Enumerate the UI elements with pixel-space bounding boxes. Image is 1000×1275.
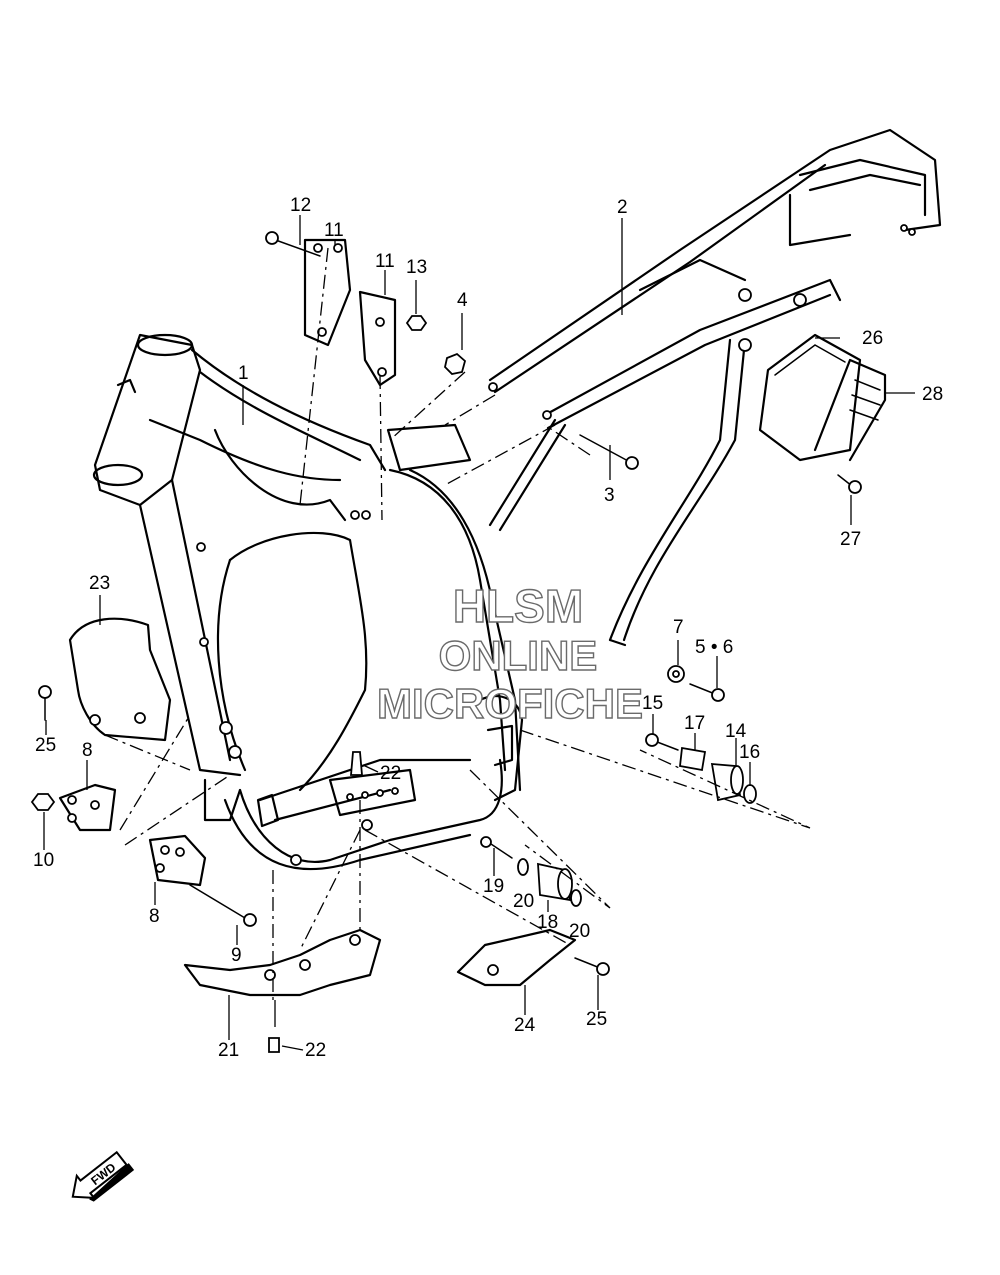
callout-2: 2 [617, 197, 628, 218]
watermark-line-2: ONLINE [439, 632, 598, 679]
watermark-line-1: HLSM [453, 580, 583, 632]
main-frame [92, 333, 524, 871]
callout-21: 21 [218, 1040, 239, 1061]
callout-22-lower: 22 [305, 1040, 326, 1061]
callout-16: 16 [739, 742, 760, 763]
callout-24: 24 [514, 1015, 536, 1036]
callout-10: 10 [33, 850, 54, 871]
callout-28: 28 [922, 384, 943, 405]
callout-3: 3 [604, 485, 615, 506]
callout-9: 9 [231, 945, 242, 966]
watermark-line-3: MICROFICHE [377, 680, 643, 727]
callout-20-right: 20 [569, 921, 590, 942]
callout-5-6: 5 • 6 [695, 637, 733, 658]
callout-19: 19 [483, 876, 504, 897]
electrical-box [758, 333, 887, 462]
callout-25-right: 25 [586, 1009, 607, 1030]
callout-26: 26 [862, 328, 883, 349]
callout-25-left: 25 [35, 735, 56, 756]
callout-15: 15 [642, 693, 663, 714]
callout-4: 4 [457, 290, 468, 311]
callout-12: 12 [290, 195, 311, 216]
callout-18: 18 [537, 912, 558, 933]
leader-lines [43, 215, 915, 1051]
callout-7: 7 [673, 617, 684, 638]
callout-23: 23 [89, 573, 110, 594]
fwd-arrow-icon: FWD [71, 1150, 135, 1202]
rear-subframe [488, 128, 942, 647]
callout-11-left: 11 [324, 220, 344, 241]
callout-14: 14 [725, 721, 747, 742]
callout-17: 17 [684, 713, 705, 734]
callout-27: 27 [840, 529, 861, 550]
callout-13: 13 [406, 257, 427, 278]
hardware [30, 231, 862, 1053]
callout-22-upper: 22 [380, 763, 401, 784]
callout-labels: 1 2 3 4 5 • 6 7 8 8 9 10 11 11 12 13 14 … [33, 195, 943, 1061]
callout-8-lower: 8 [149, 906, 160, 927]
callout-1: 1 [238, 363, 249, 384]
watermark: HLSM ONLINE MICROFICHE [376, 579, 643, 727]
callout-11-right: 11 [375, 251, 395, 272]
callout-20-left: 20 [513, 891, 534, 912]
callout-8-upper: 8 [82, 740, 93, 761]
